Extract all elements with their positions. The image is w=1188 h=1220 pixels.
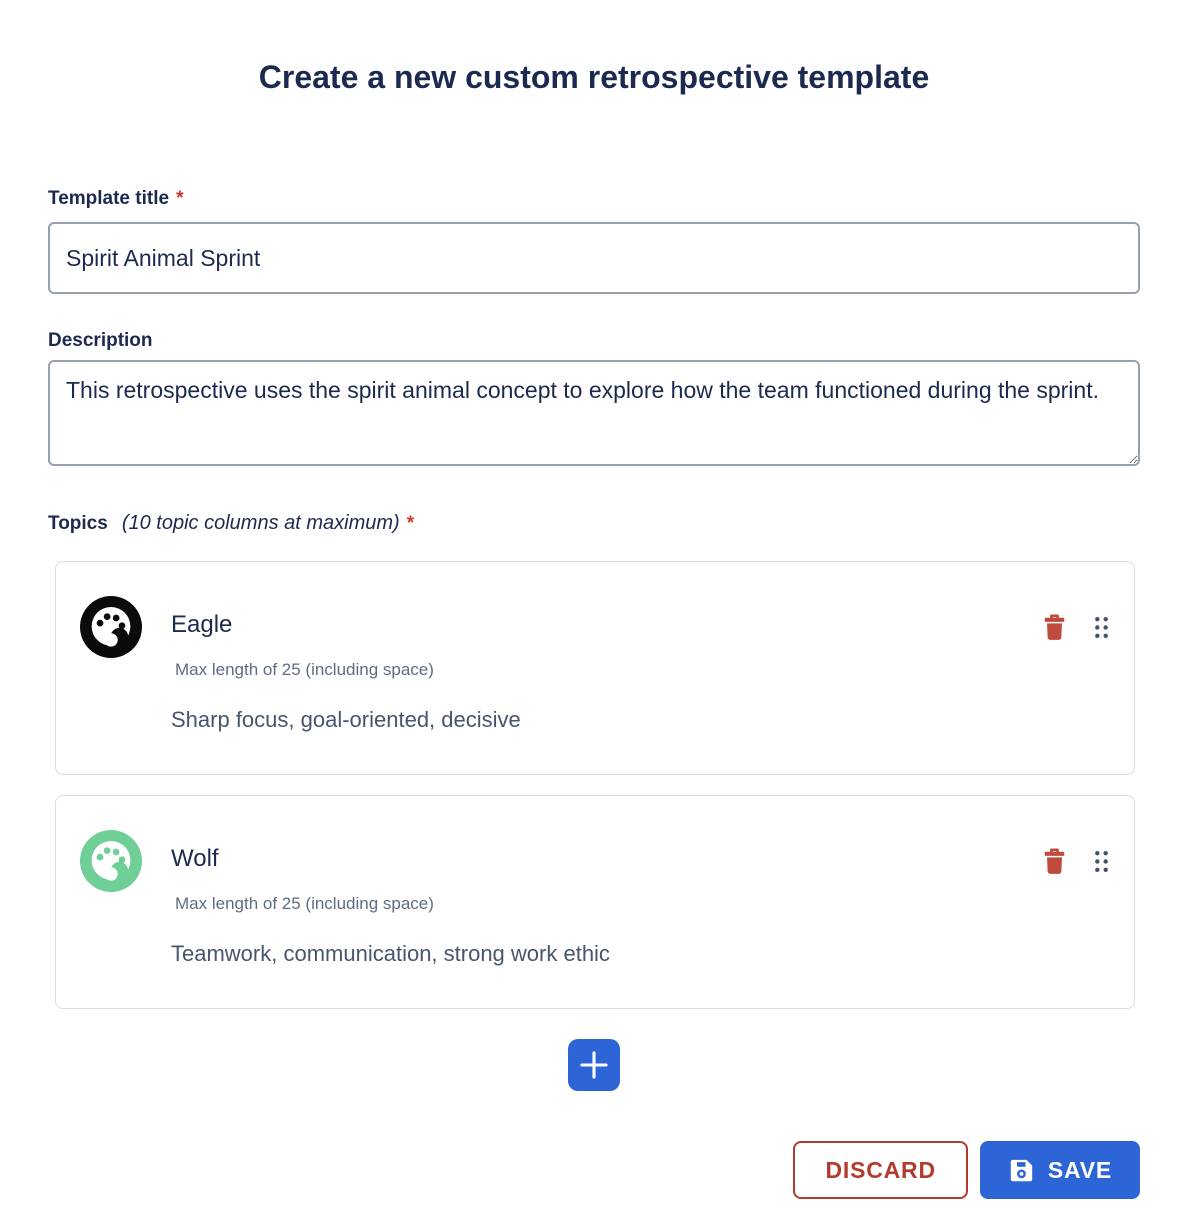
template-title-input[interactable] [48,222,1140,294]
topic-description[interactable]: Sharp focus, goal-oriented, decisive [171,707,521,732]
drag-handle-dots-icon [1095,850,1108,873]
palette-icon-svg [80,830,142,892]
topic-actions [1042,596,1110,641]
topic-body: Eagle Max length of 25 (including space)… [171,596,1042,734]
save-button-label: SAVE [1047,1156,1112,1183]
trash-icon [1044,614,1065,640]
topics-label-row: Topics (10 topic columns at maximum) * [48,512,1140,535]
topic-card: Wolf Max length of 25 (including space) … [55,795,1135,1009]
topic-body: Wolf Max length of 25 (including space) … [171,830,1042,968]
topic-max-length-note: Max length of 25 (including space) [175,660,434,679]
topic-max-length-note: Max length of 25 (including space) [175,894,434,913]
topic-card: Eagle Max length of 25 (including space)… [55,561,1135,775]
discard-button[interactable]: DISCARD [793,1141,968,1199]
palette-icon-svg [80,596,142,658]
topic-description[interactable]: Teamwork, communication, strong work eth… [171,941,610,966]
template-title-label-row: Template title * [48,188,1140,210]
template-title-label: Template title [48,188,170,209]
delete-topic-button[interactable] [1042,848,1067,875]
drag-handle-dots-icon [1095,616,1108,639]
description-label-row: Description [48,330,1140,352]
topic-actions [1042,830,1110,875]
trash-icon [1044,848,1065,874]
topics-hint: (10 topic columns at maximum) [121,512,400,534]
add-topic-button[interactable] [568,1039,620,1091]
topic-name[interactable]: Eagle [171,611,233,638]
drag-handle[interactable] [1093,850,1110,873]
page-title: Create a new custom retrospective templa… [258,59,930,95]
palette-icon [80,596,142,658]
required-asterisk: * [406,513,415,534]
description-textarea[interactable]: This retrospective uses the spirit anima… [48,360,1140,466]
plus-icon [580,1051,608,1079]
drag-handle[interactable] [1093,616,1110,639]
topics-label: Topics [48,513,108,534]
delete-topic-button[interactable] [1042,614,1067,641]
palette-icon [80,830,142,892]
floppy-disk-icon [1010,1159,1033,1181]
description-label: Description [48,330,153,351]
topic-name[interactable]: Wolf [171,845,219,872]
required-asterisk: * [176,188,184,209]
footer-actions: DISCARD SAVE [48,1141,1140,1199]
save-button[interactable]: SAVE [979,1141,1140,1199]
